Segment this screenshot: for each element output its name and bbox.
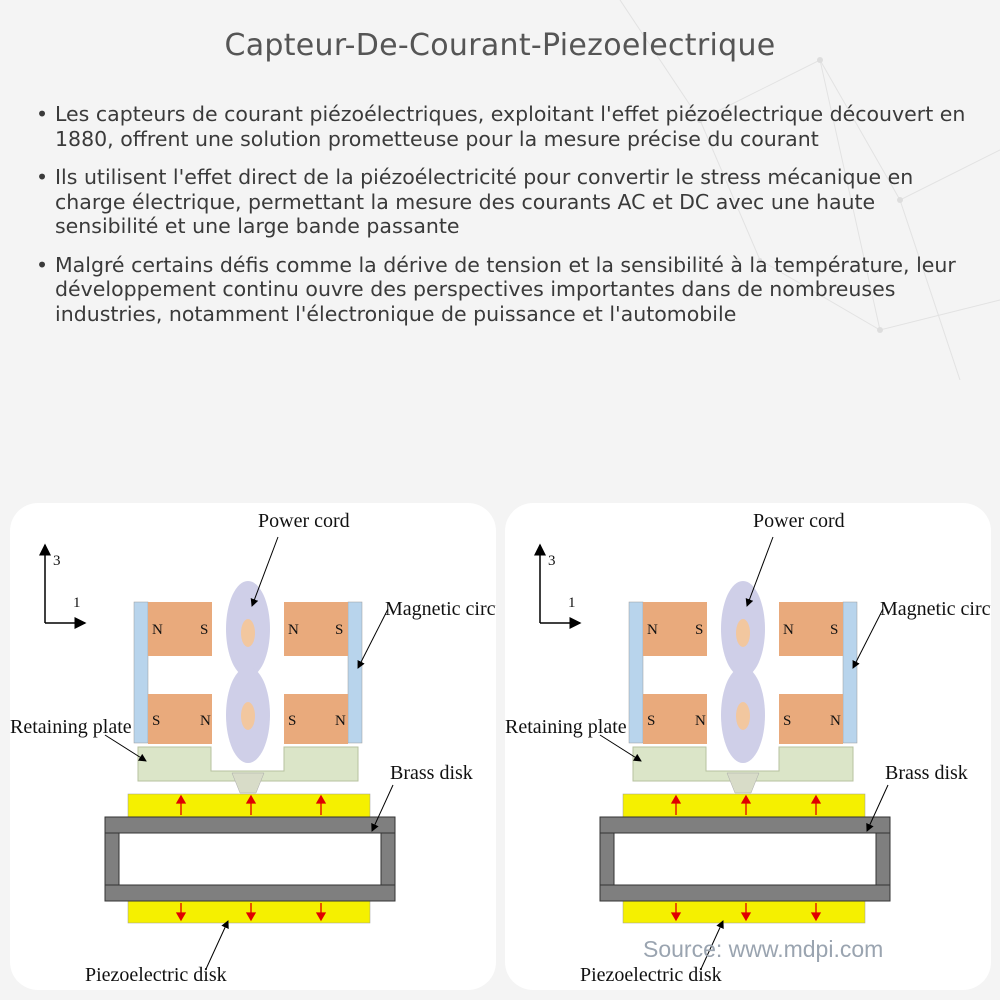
brass-frame-right [875,832,891,886]
bullet-item: •Ils utilisent l'effet direct de la piéz… [36,165,971,239]
magnetic-circuit-left [133,601,149,744]
piezoelectric-disk-label: Piezoelectric disk [85,964,227,986]
magnet: N S [779,602,843,656]
power-cord [226,581,270,763]
pole-label: S [695,622,703,638]
diagram-card-right: 3 1 N S N S S N S N [505,503,991,990]
piezoelectric-disk-top [127,793,371,818]
magnet: N S [148,602,212,656]
retaining-plate [632,746,854,782]
bullet-text: Malgré certains défis comme la dérive de… [55,252,956,326]
force-arrows [670,794,822,922]
magnetic-circuit-left [628,601,644,744]
axis-indicator: 3 1 [39,543,87,629]
force-arrows [175,794,327,922]
source-watermark: Source: www.mdpi.com [643,936,883,962]
diagram-card-left: 3 1 N S N S S N S N [10,503,496,990]
axis-1-label: 1 [73,595,81,611]
piezoelectric-disk-top [622,793,866,818]
magnet: S N [284,694,348,744]
bullet-marker: • [36,102,49,126]
brass-disk-label: Brass disk [390,762,473,784]
brass-disk-bottom [104,884,396,902]
bullet-item: •Malgré certains défis comme la dérive d… [36,253,971,327]
pressure-tip [231,772,265,794]
pole-label: N [647,622,658,638]
magnet: S N [779,694,843,744]
power-cord-label: Power cord [258,510,350,532]
axis-1-label: 1 [568,595,576,611]
pole-label: N [152,622,163,638]
retaining-plate-label: Retaining plate [10,716,132,738]
axis-indicator: 3 1 [534,543,582,629]
magnetic-circuit-right [842,601,858,744]
pole-label: S [830,622,838,638]
brass-frame-left [599,832,615,886]
bullet-item: •Les capteurs de courant piézoélectrique… [36,102,971,151]
pole-label: S [335,622,343,638]
magnet: S N [643,694,707,744]
pole-label: N [335,713,346,729]
pole-label: N [783,622,794,638]
bullet-marker: • [36,165,49,189]
pole-label: N [830,713,841,729]
magnetic-circuit-label: Magnetic circuit [880,598,991,620]
power-cord-label: Power cord [753,510,845,532]
brass-frame-left [104,832,120,886]
pole-label: N [695,713,706,729]
axis-3-label: 3 [548,553,556,569]
bullet-marker: • [36,252,49,277]
magnetic-circuit-right [347,601,363,744]
page-title: Capteur-De-Courant-Piezoelectrique [224,28,776,63]
power-cord [721,581,765,763]
retaining-plate [137,746,359,782]
piezoelectric-disk-bottom [622,900,866,924]
brass-disk-top [599,816,891,834]
piezoelectric-disk-label: Piezoelectric disk [580,964,722,986]
sensor-diagram: 3 1 N S N S S N S N [10,510,496,986]
pole-label: S [783,713,791,729]
magnet: N S [643,602,707,656]
brass-disk-top [104,816,396,834]
pole-label: N [200,713,211,729]
pressure-tip [726,772,760,794]
retaining-plate-label: Retaining plate [505,716,627,738]
sensor-diagram: 3 1 N S N S S N S N [505,510,991,986]
brass-frame-right [380,832,396,886]
pole-label: N [288,622,299,638]
pole-label: S [647,713,655,729]
magnet: N S [284,602,348,656]
magnet: S N [148,694,212,744]
bullet-list: •Les capteurs de courant piézoélectrique… [36,102,971,340]
piezoelectric-disk-bottom [127,900,371,924]
magnetic-circuit-label: Magnetic circuit [385,598,496,620]
bullet-text: Ils utilisent l'effet direct de la piézo… [55,165,914,238]
bullet-text: Les capteurs de courant piézoélectriques… [55,102,966,151]
pole-label: S [200,622,208,638]
pole-label: S [152,713,160,729]
brass-disk-bottom [599,884,891,902]
axis-3-label: 3 [53,553,61,569]
brass-disk-label: Brass disk [885,762,968,784]
pole-label: S [288,713,296,729]
